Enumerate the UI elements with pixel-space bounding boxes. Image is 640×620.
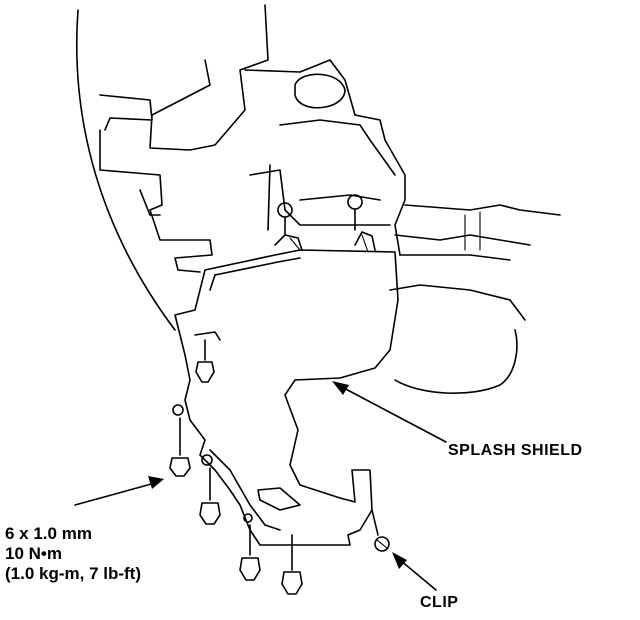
bolt-icon	[281, 534, 303, 595]
clip-label: CLIP	[420, 594, 459, 611]
bolt-size-text: 6 x 1.0 mm	[5, 524, 92, 543]
bolt-icon	[195, 339, 215, 383]
bolt-icon	[239, 513, 261, 581]
fasteners	[169, 194, 390, 595]
bolt-icon	[199, 454, 221, 525]
clip-fastener-icon	[371, 509, 390, 552]
leader-arrows	[74, 381, 447, 591]
wheel-well-arc	[75, 9, 176, 331]
engine-background	[99, 4, 561, 394]
splash-shield-panel	[174, 231, 399, 546]
bolt-torque-alt-text: (1.0 kg-m, 7 lb-ft)	[5, 564, 142, 583]
splash-shield-label: SPLASH SHIELD	[448, 442, 583, 459]
bolt-icon	[347, 194, 363, 231]
bolt-spec-callout: 6 x 1.0 mm 10 N•m (1.0 kg-m, 7 lb-ft)	[5, 524, 141, 584]
bolt-icon	[277, 202, 293, 236]
bolt-torque-nm-text: 10 N•m	[5, 544, 62, 563]
bolt-icon	[169, 404, 191, 477]
